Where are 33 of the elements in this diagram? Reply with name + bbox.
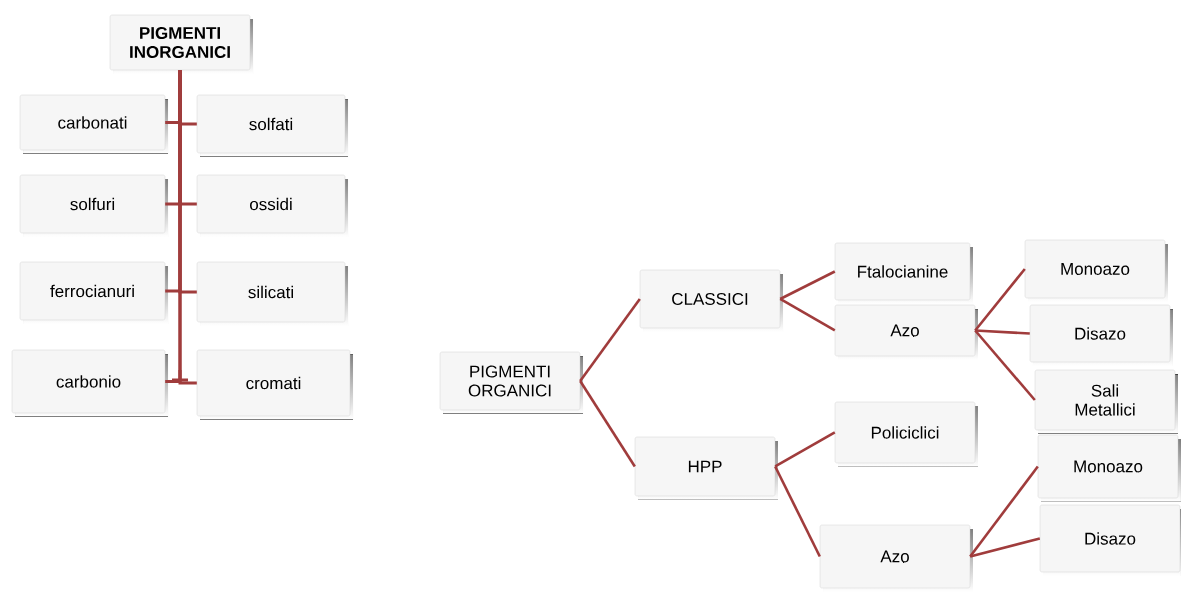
connector-line <box>974 329 1036 401</box>
connector-line <box>975 329 1030 335</box>
connector-line <box>774 431 836 468</box>
connector-line <box>579 380 636 468</box>
text-box: Monoazo <box>1024 239 1168 302</box>
text-box: CLASSICI <box>639 269 783 332</box>
text-box: Ftalocianine <box>834 242 973 304</box>
connector-line <box>774 465 821 558</box>
text-box: PIGMENTI ORGANICI <box>439 351 583 414</box>
text-box: Monoazo <box>1037 434 1181 502</box>
connector-line <box>779 297 836 332</box>
connector-line <box>969 465 1039 558</box>
text-box: Policiclici <box>834 401 978 467</box>
text-box: ferrocianuri <box>19 261 168 324</box>
text-box: PIGMENTI INORGANICI <box>109 14 253 74</box>
text-box: cromati <box>196 349 353 420</box>
connector-line <box>779 270 836 301</box>
connector-line <box>178 70 197 385</box>
connector-line <box>579 298 641 382</box>
text-box: solfati <box>196 94 348 157</box>
text-box: Disazo <box>1029 304 1173 366</box>
text-box: carbonati <box>19 94 168 154</box>
text-box: HPP <box>634 436 778 500</box>
text-box: silicati <box>196 261 348 326</box>
connector-line <box>969 537 1041 558</box>
text-box: ossidi <box>196 174 348 237</box>
text-box: carbonio <box>11 349 168 417</box>
connector-line <box>974 268 1026 332</box>
text-box: solfuri <box>19 174 168 237</box>
text-box: Disazo <box>1039 504 1181 576</box>
text-box: Sali Metallici <box>1034 369 1178 434</box>
text-box: Azo <box>819 524 973 592</box>
text-box: Azo <box>834 304 978 360</box>
